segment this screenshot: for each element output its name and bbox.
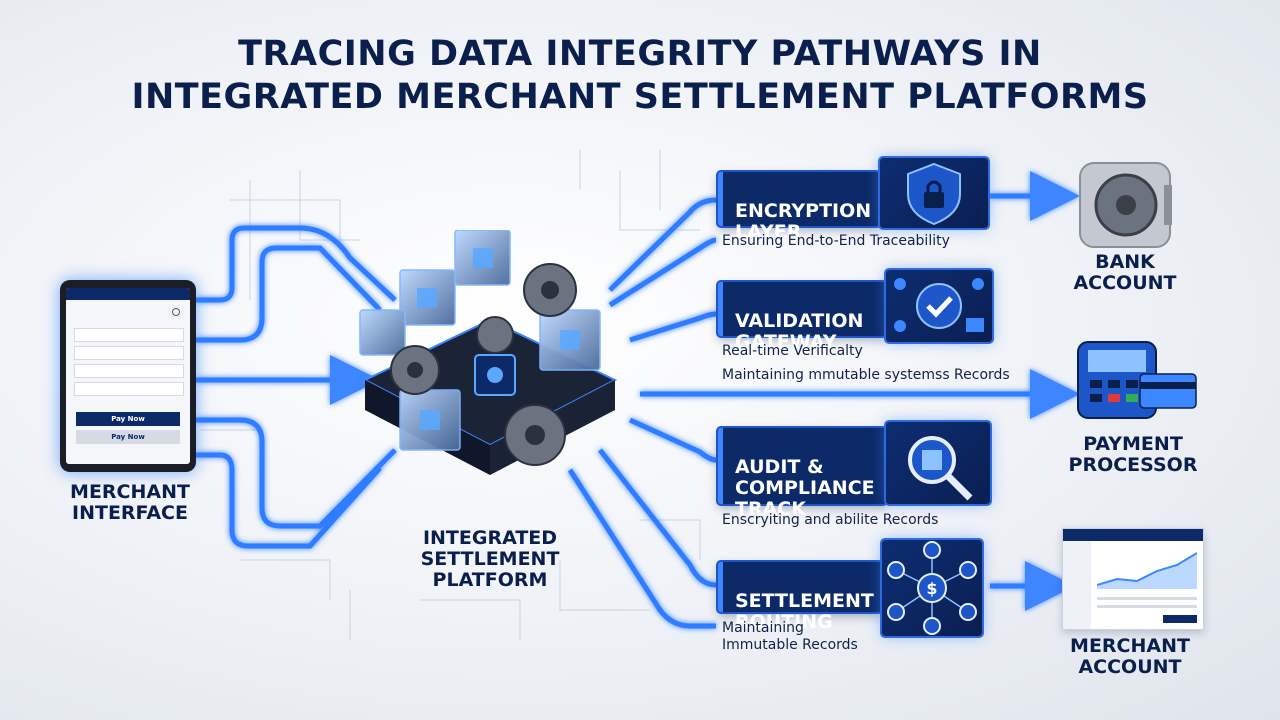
title-line-1: TRACING DATA INTEGRITY PATHWAYS IN bbox=[238, 34, 1042, 74]
title-line-2: INTEGRATED MERCHANT SETTLEMENT PLATFORMS bbox=[131, 77, 1149, 117]
merchant-interface-tablet: Pay Now Pay Now bbox=[60, 280, 196, 472]
payment-processor-label: PAYMENT PROCESSOR bbox=[1068, 433, 1198, 476]
audit-panel bbox=[886, 422, 990, 504]
encryption-panel bbox=[880, 158, 988, 228]
dashboard-sidebar bbox=[1063, 541, 1091, 629]
validation-gateway-box: VALIDATION GATEWAY bbox=[718, 282, 886, 353]
magnifier-icon bbox=[908, 436, 973, 501]
validation-gateway-title: VALIDATION GATEWAY bbox=[735, 310, 864, 353]
dashboard-row bbox=[1097, 597, 1197, 600]
settlement-routing-title: SETTLEMENT ROUTING bbox=[735, 590, 874, 633]
audit-compliance-title: AUDIT & COMPLIANCE TRACK bbox=[735, 456, 875, 520]
validation-panel bbox=[886, 270, 992, 342]
currency-network-icon: $ bbox=[887, 541, 977, 635]
form-field[interactable] bbox=[74, 382, 184, 396]
dashboard-row bbox=[1097, 605, 1197, 608]
merchant-account-label: MERCHANT ACCOUNT bbox=[1070, 635, 1190, 678]
routing-panel: $ bbox=[882, 540, 982, 636]
encryption-layer-box: ENCRYPTION LAYER bbox=[718, 172, 880, 243]
card-terminal-icon bbox=[1077, 341, 1197, 419]
settlement-routing-box: SETTLEMENT ROUTING bbox=[718, 562, 882, 633]
audit-compliance-description: Enscryiting and abilite Records bbox=[722, 512, 939, 528]
svg-text:$: $ bbox=[926, 579, 937, 598]
validation-gateway-description: Real-time Verificalty bbox=[722, 343, 863, 359]
pay-now-button[interactable]: Pay Now bbox=[76, 412, 180, 426]
audit-compliance-box: AUDIT & COMPLIANCE TRACK bbox=[718, 428, 886, 520]
bank-account-label: BANK ACCOUNT bbox=[1073, 251, 1177, 294]
bank-vault-icon bbox=[1079, 162, 1172, 248]
dashboard-header bbox=[1063, 529, 1203, 541]
checkmark-network-icon bbox=[894, 278, 984, 332]
form-field[interactable] bbox=[74, 364, 184, 378]
encryption-layer-title: ENCRYPTION LAYER bbox=[735, 200, 872, 243]
tablet-screen: Pay Now Pay Now bbox=[66, 288, 190, 464]
merchant-interface-label: MERCHANT INTERFACE bbox=[70, 481, 190, 524]
secondary-pay-button[interactable]: Pay Now bbox=[76, 430, 180, 444]
mid-flow-text: Maintaining mmutable systemss Records bbox=[722, 367, 1010, 383]
form-field[interactable] bbox=[74, 328, 184, 342]
dashboard-icon bbox=[1062, 528, 1204, 630]
search-icon[interactable] bbox=[172, 308, 180, 316]
settlement-routing-description: Maintaining Immutable Records bbox=[722, 620, 858, 653]
platform-label: INTEGRATED SETTLEMENT PLATFORM bbox=[420, 527, 560, 591]
shield-lock-icon bbox=[907, 162, 961, 226]
flow-lines bbox=[196, 171, 1080, 629]
dashboard-button bbox=[1163, 615, 1197, 623]
platform-cluster-icon bbox=[359, 230, 618, 475]
dashboard-chart bbox=[1097, 552, 1197, 589]
form-field[interactable] bbox=[74, 346, 184, 360]
app-header-bar bbox=[66, 288, 190, 300]
encryption-layer-description: Ensuring End-to-End Traceability bbox=[722, 233, 950, 249]
